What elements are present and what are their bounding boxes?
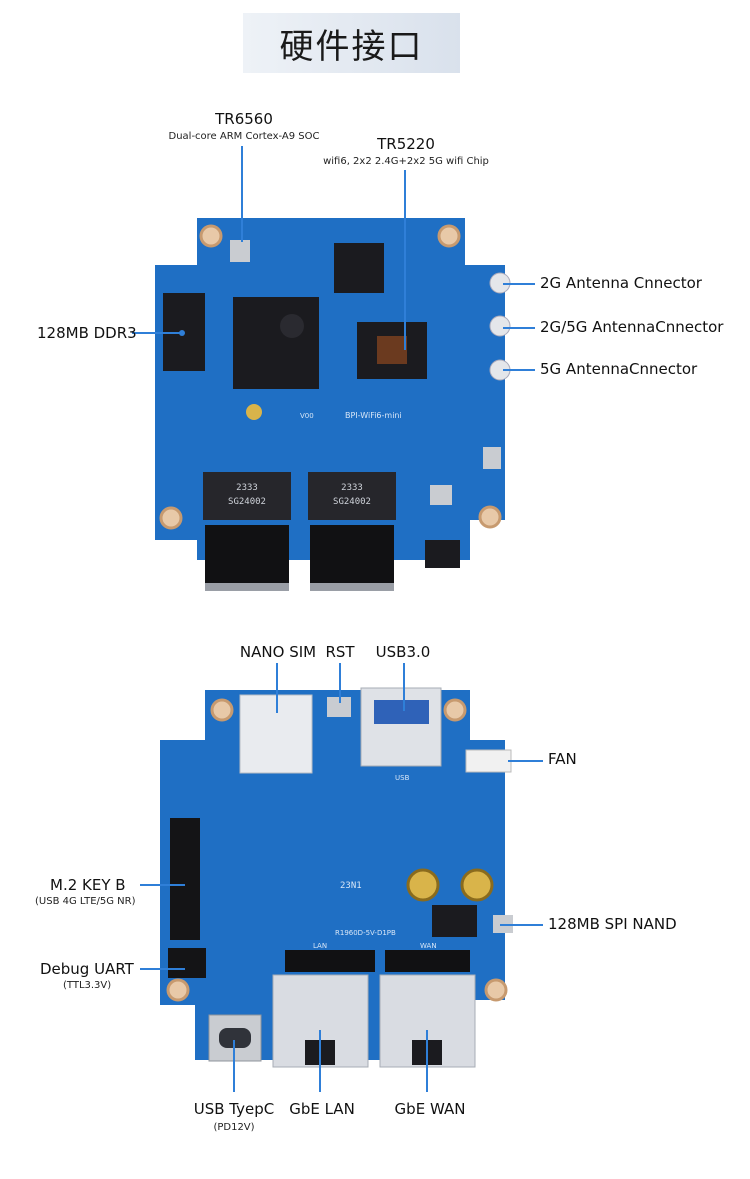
bottom-silk-code: 23N1	[340, 881, 362, 891]
label-usb30: USB3.0	[375, 643, 431, 661]
small-component	[230, 240, 250, 262]
label-ddr3: 128MB DDR3	[37, 324, 137, 342]
debug-uart-header	[168, 948, 206, 978]
page-title: 硬件接口	[279, 26, 424, 67]
pointer-tr6560	[241, 146, 243, 242]
pointer-wan	[426, 1030, 428, 1092]
fan-connector	[465, 749, 512, 773]
label-rst: RST	[325, 643, 355, 661]
small-ic	[425, 540, 460, 568]
label-tr5220-sub: wifi6, 2x2 2.4G+2x2 5G wifi Chip	[323, 156, 489, 167]
label-ant-2g5g: 2G/5G AntennaCnnector	[540, 318, 724, 336]
label-usbc-sub: (PD12V)	[213, 1122, 255, 1133]
pointer-usbc	[233, 1040, 235, 1092]
transformer-2-code: 2333	[341, 483, 363, 493]
top-silk-ver: V00	[300, 412, 314, 420]
label-nano-sim: NANO SIM	[239, 643, 317, 661]
label-spi-nand: 128MB SPI NAND	[548, 915, 677, 933]
label-debug: Debug UART	[40, 960, 134, 978]
pointer-debug	[140, 968, 185, 970]
pointer-tr5220	[404, 170, 406, 350]
bottom-hole-2	[443, 698, 467, 722]
rst-button	[327, 697, 351, 717]
label-gbe-lan: GbE LAN	[289, 1100, 355, 1118]
label-m2: M.2 KEY B	[50, 876, 126, 894]
bottom-silk-lan: LAN	[313, 942, 327, 950]
transformer-1-code: 2333	[236, 483, 258, 493]
label-m2-sub: (USB 4G LTE/5G NR)	[35, 896, 136, 907]
label-tr5220: TR5220	[377, 135, 435, 153]
pointer-usb30	[403, 663, 405, 711]
gold-pad-2	[460, 868, 494, 902]
transformer-1-mark: SG24002	[228, 497, 266, 507]
tr6560-chip	[233, 297, 319, 389]
transformer-2	[308, 472, 396, 520]
pointer-5g	[503, 369, 535, 371]
transformer-2-mark: SG24002	[333, 497, 371, 507]
rj45-port-1	[205, 525, 289, 590]
pointer-fan	[508, 760, 543, 762]
pointer-2g5g	[503, 327, 535, 329]
rj45-port-2	[310, 525, 394, 590]
top-silk-brand: BPI-WiFi6-mini	[345, 411, 402, 420]
label-ant-2g: 2G Antenna Cnnector	[540, 274, 702, 292]
label-usbc: USB TyepC	[193, 1100, 275, 1118]
label-debug-sub: (TTL3.3V)	[63, 980, 112, 991]
pointer-nanosim	[276, 663, 278, 713]
gold-pad-1	[406, 868, 440, 902]
top-hole-1	[199, 224, 223, 248]
label-fan: FAN	[548, 750, 577, 768]
pointer-rst	[339, 663, 341, 703]
bottom-silk-wan: WAN	[420, 942, 437, 950]
label-ant-5g: 5G AntennaCnnector	[540, 360, 698, 378]
pointer-m2	[140, 884, 185, 886]
top-hole-3	[159, 506, 183, 530]
test-point	[246, 404, 262, 420]
bottom-hole-4	[484, 978, 508, 1002]
top-hole-2	[437, 224, 461, 248]
bottom-silk-usb: USB	[395, 774, 410, 782]
antenna-connector-2g5g	[489, 315, 511, 337]
pointer-lan	[319, 1030, 321, 1092]
top-hole-4	[478, 505, 502, 529]
usb30-port	[360, 687, 442, 767]
label-tr6560-sub: Dual-core ARM Cortex-A9 SOC	[168, 131, 320, 142]
pointer-ddr3-dot	[179, 330, 185, 336]
bottom-silk-model: R1960D-5V-D1PB	[335, 929, 396, 937]
m2-slot	[170, 818, 200, 940]
pointer-spinand	[500, 924, 543, 926]
label-gbe-wan: GbE WAN	[394, 1100, 466, 1118]
transformer-1	[203, 472, 291, 520]
bottom-hole-1	[210, 698, 234, 722]
page-title-banner: 硬件接口	[243, 13, 460, 73]
pointer-2g	[503, 283, 535, 285]
spi-nand-chip	[432, 905, 477, 937]
bottom-hole-3	[166, 978, 190, 1002]
pointer-ddr3	[132, 332, 182, 334]
wifi-chip-small	[334, 243, 384, 293]
label-tr6560: TR6560	[215, 110, 273, 128]
